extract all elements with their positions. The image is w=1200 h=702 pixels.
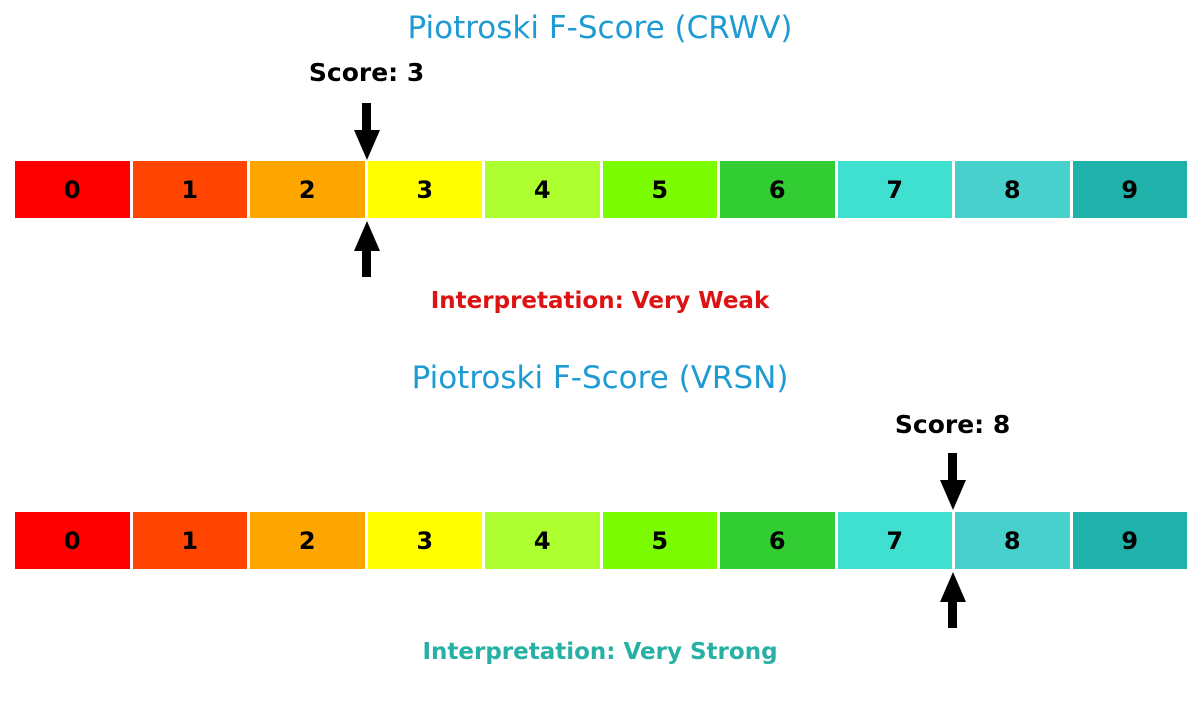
scale-cell-2: 2 xyxy=(250,512,365,569)
score-scale-bar: 0 1 2 3 4 5 6 7 8 9 xyxy=(15,512,1187,569)
scale-cell-label: 8 xyxy=(1003,526,1021,555)
scale-cell-label: 3 xyxy=(416,175,434,204)
interpretation-text: Interpretation: Very Weak xyxy=(430,288,770,314)
score-scale-bar: 0 1 2 3 4 5 6 7 8 9 xyxy=(15,161,1187,218)
chart-title: Piotroski F-Score (VRSN) xyxy=(411,360,789,396)
scale-cell-label: 9 xyxy=(1121,526,1139,555)
scale-cell-7: 7 xyxy=(837,161,952,218)
scale-cell-5: 5 xyxy=(602,512,717,569)
arrow-head xyxy=(353,221,380,251)
scale-cell-label: 2 xyxy=(298,526,316,555)
scale-cell-7: 7 xyxy=(837,512,952,569)
scale-cell-0: 0 xyxy=(15,512,130,569)
scale-cell-6: 6 xyxy=(720,512,835,569)
scale-cell-8: 8 xyxy=(955,512,1070,569)
arrow-stem xyxy=(948,453,958,480)
scale-cell-0: 0 xyxy=(15,161,130,218)
scale-cell-label: 1 xyxy=(181,526,199,555)
arrow-head xyxy=(939,480,966,510)
scale-cell-label: 0 xyxy=(63,175,81,204)
scale-cell-label: 2 xyxy=(298,175,316,204)
arrow-head xyxy=(939,572,966,602)
arrow-head xyxy=(353,130,380,160)
scale-cell-2: 2 xyxy=(250,161,365,218)
scale-cell-1: 1 xyxy=(132,161,247,218)
scale-cell-label: 5 xyxy=(651,526,669,555)
scale-cell-label: 0 xyxy=(63,526,81,555)
arrow-stem xyxy=(362,251,372,277)
arrow-down-icon xyxy=(353,103,380,160)
scale-cell-9: 9 xyxy=(1072,161,1187,218)
scale-cell-4: 4 xyxy=(485,161,600,218)
scale-cell-label: 3 xyxy=(416,526,434,555)
scale-cell-label: 4 xyxy=(533,526,551,555)
arrow-stem xyxy=(948,602,958,628)
arrow-stem xyxy=(362,103,372,130)
scale-cell-9: 9 xyxy=(1072,512,1187,569)
scale-cell-8: 8 xyxy=(955,161,1070,218)
scale-cell-label: 9 xyxy=(1121,175,1139,204)
arrow-up-icon xyxy=(353,221,380,277)
scale-cell-5: 5 xyxy=(602,161,717,218)
scale-cell-label: 5 xyxy=(651,175,669,204)
scale-cell-label: 4 xyxy=(533,175,551,204)
score-label: Score: 3 xyxy=(308,58,425,87)
scale-cell-6: 6 xyxy=(720,161,835,218)
scale-cell-1: 1 xyxy=(132,512,247,569)
scale-cell-4: 4 xyxy=(485,512,600,569)
interpretation-text: Interpretation: Very Strong xyxy=(422,639,778,665)
scale-cell-label: 1 xyxy=(181,175,199,204)
scale-cell-label: 7 xyxy=(886,526,904,555)
scale-cell-3: 3 xyxy=(367,512,482,569)
arrow-down-icon xyxy=(939,453,966,510)
chart-title: Piotroski F-Score (CRWV) xyxy=(407,10,793,46)
arrow-up-icon xyxy=(939,572,966,628)
scale-cell-label: 6 xyxy=(768,175,786,204)
scale-cell-3: 3 xyxy=(367,161,482,218)
scale-cell-label: 8 xyxy=(1003,175,1021,204)
scale-cell-label: 6 xyxy=(768,526,786,555)
scale-cell-label: 7 xyxy=(886,175,904,204)
score-label: Score: 8 xyxy=(894,410,1011,439)
